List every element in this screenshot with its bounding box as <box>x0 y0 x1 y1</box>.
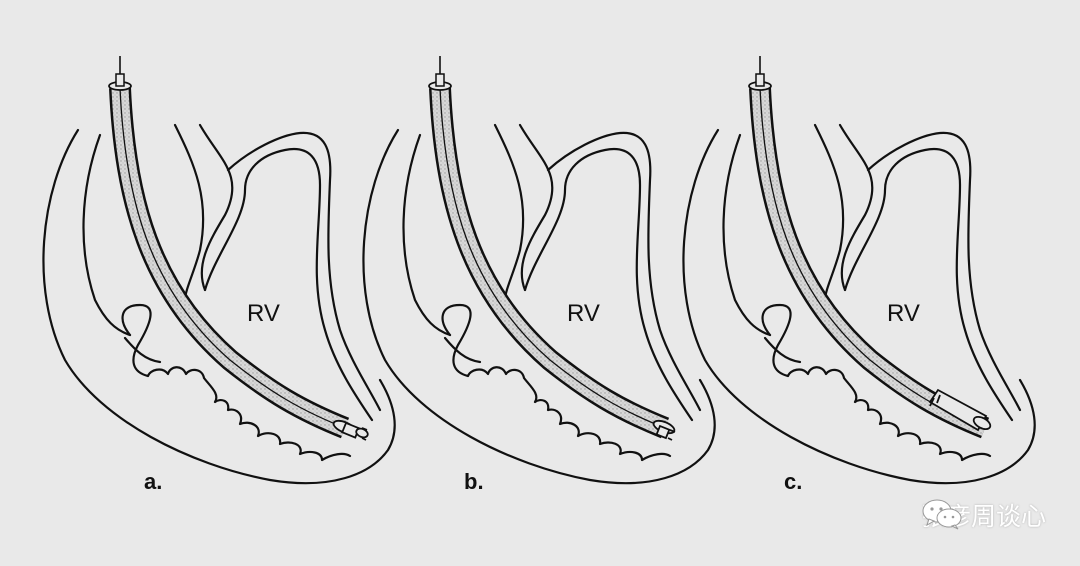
chamber-label-a: RV <box>247 300 280 327</box>
device-tip-a <box>332 419 369 441</box>
panel-label-c: c. <box>784 469 803 494</box>
watermark: 张彦周谈心 <box>921 497 1046 533</box>
panel-c <box>682 56 1036 485</box>
wechat-icon <box>922 499 962 530</box>
panel-a <box>42 56 396 485</box>
panel-b <box>362 56 716 485</box>
chamber-label-c: RV <box>887 300 920 327</box>
device-tip-c <box>928 388 992 432</box>
panel-label-a: a. <box>144 469 163 494</box>
chamber-label-b: RV <box>567 300 600 327</box>
panel-label-b: b. <box>464 469 484 494</box>
device-tip-b <box>652 419 676 441</box>
